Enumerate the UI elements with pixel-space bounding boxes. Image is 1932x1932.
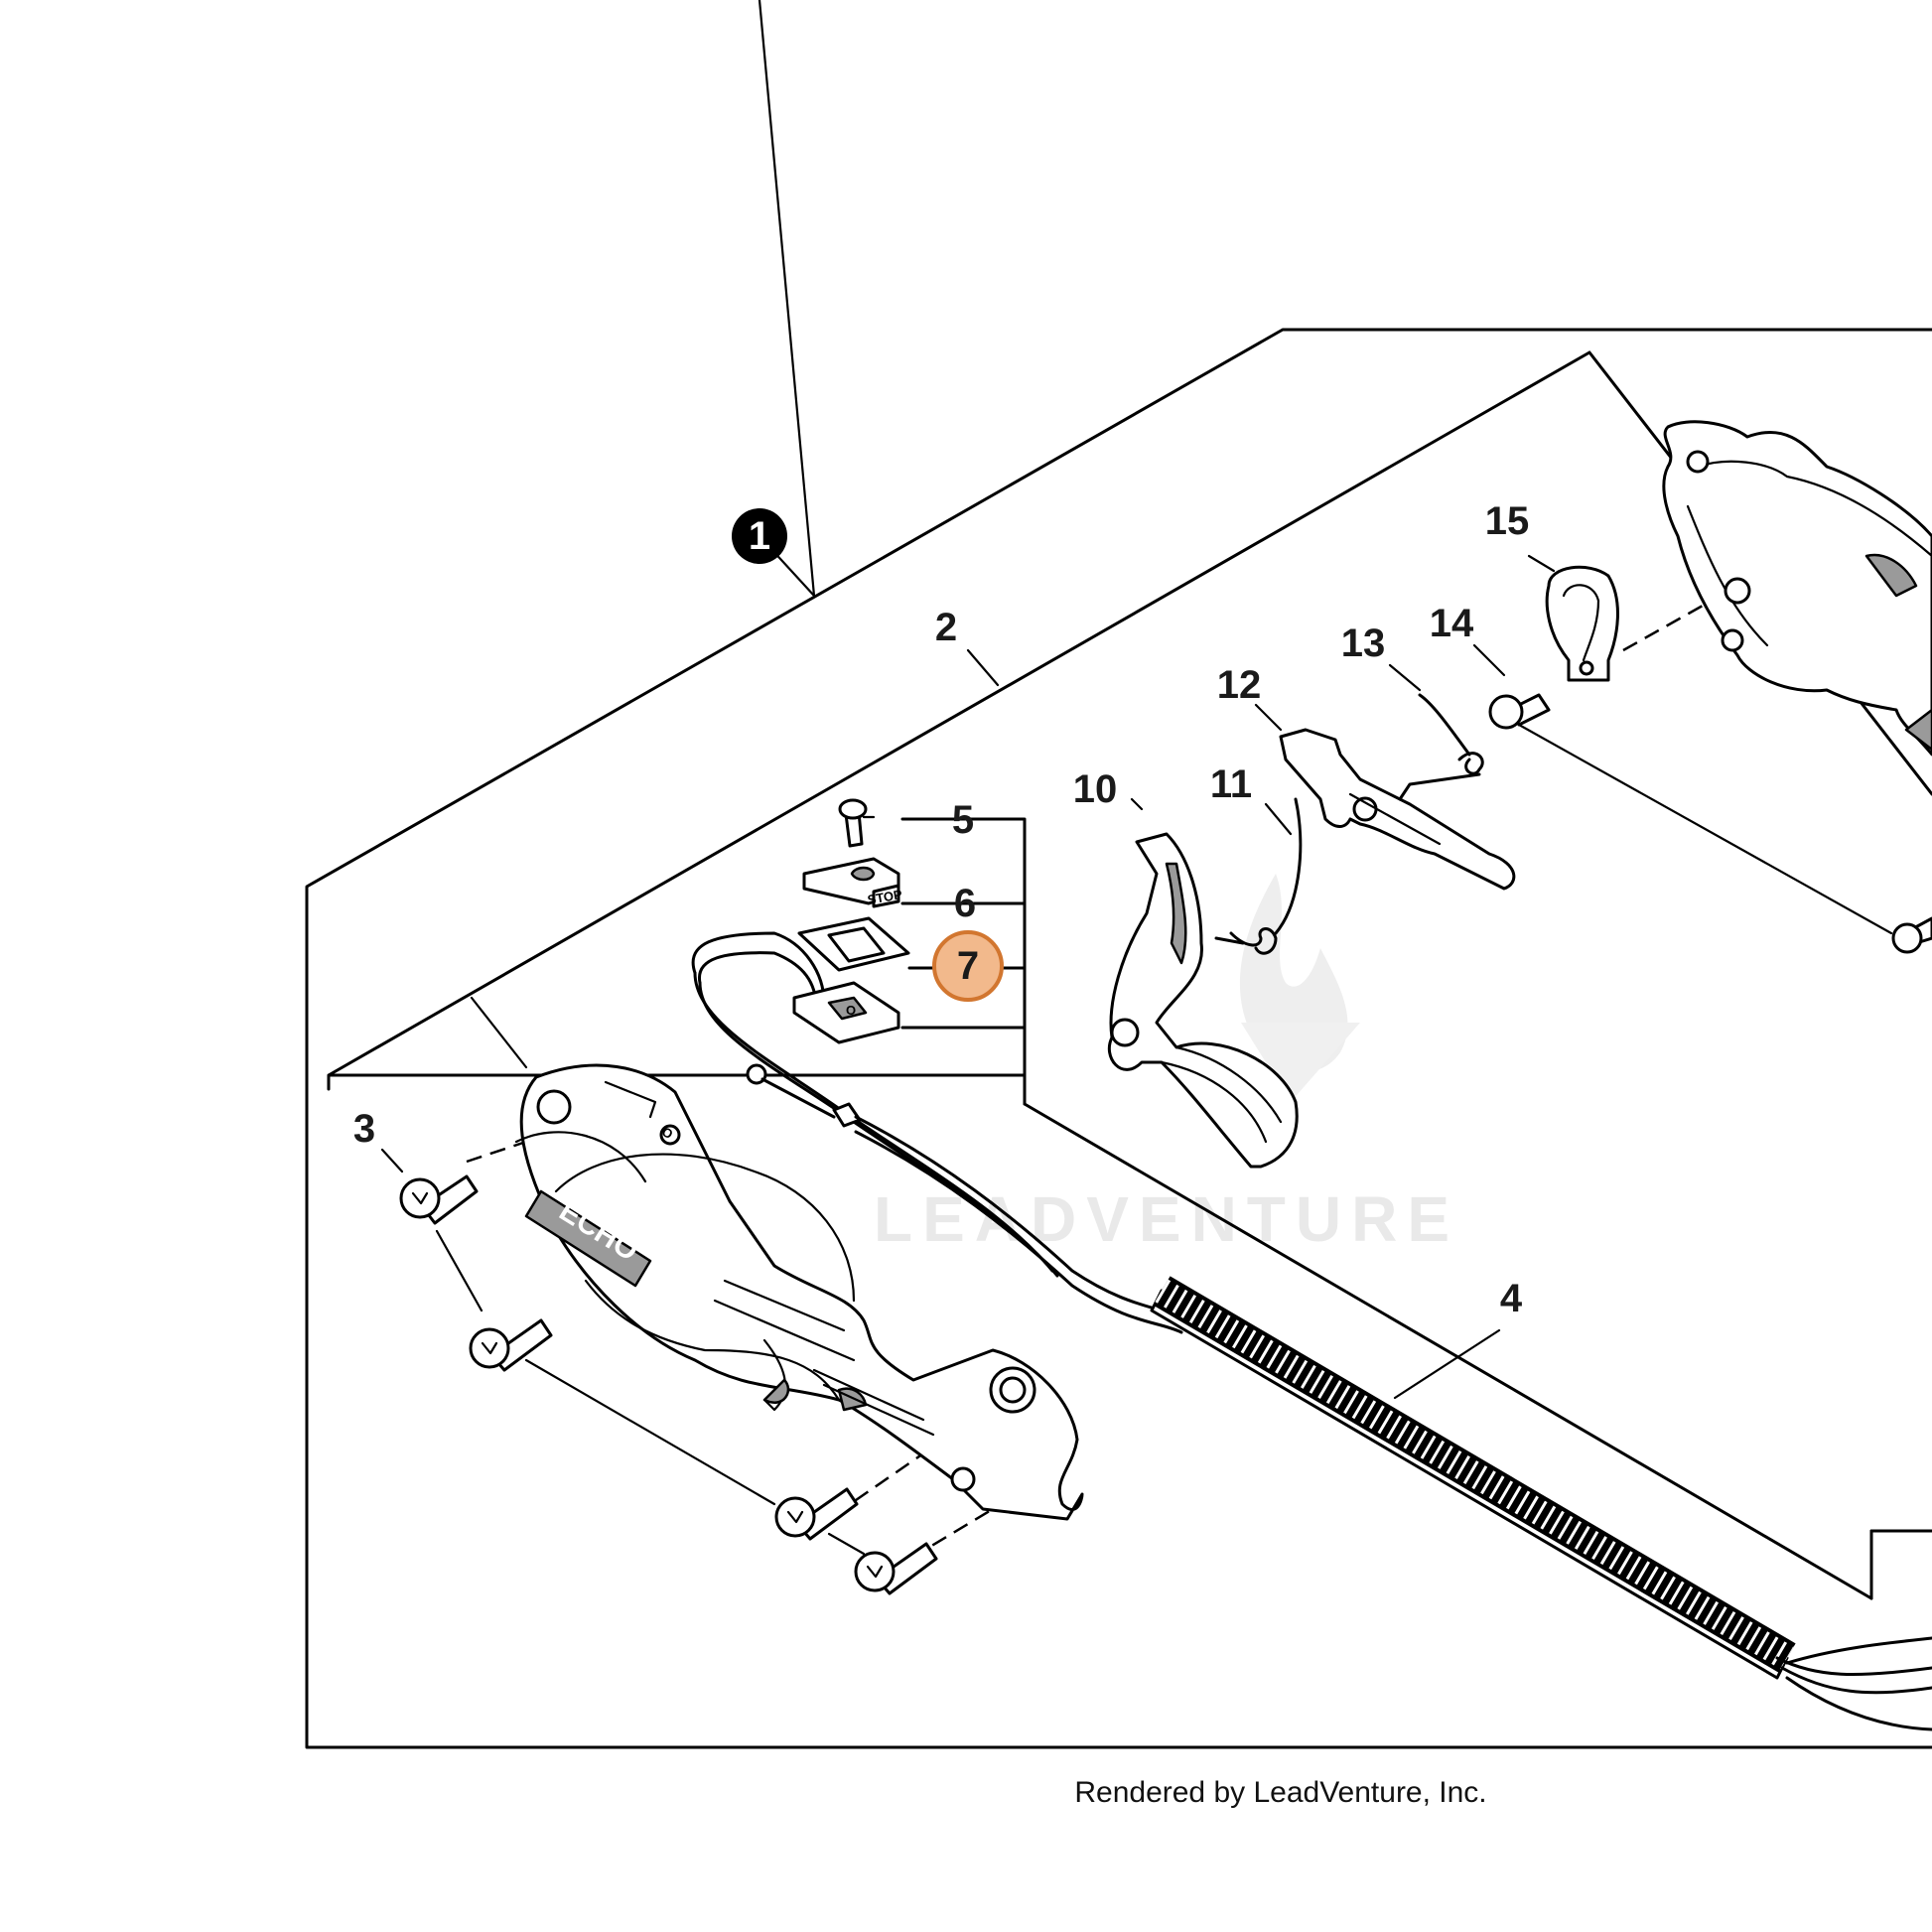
stop-plate-label: STOP — [867, 887, 904, 907]
screw-3a — [399, 1174, 479, 1225]
leader-3c — [435, 1229, 483, 1312]
leader-2 — [966, 648, 1000, 687]
screw-3c — [774, 1487, 859, 1541]
switch-mark: O — [846, 1003, 856, 1018]
bracket-5-6-7 — [900, 817, 1027, 1106]
leader-14b — [1517, 723, 1893, 935]
throttle-trigger-10 — [1107, 832, 1299, 1169]
callout-10: 10 — [1073, 767, 1118, 811]
callout-6: 6 — [954, 882, 976, 925]
assembly-frame-outer — [305, 328, 1932, 1749]
callouts: 1 2 3 4 5 6 7 10 11 12 13 14 15 — [353, 499, 1529, 1320]
screw-14b — [1891, 916, 1932, 954]
dash-screw-3a — [466, 1140, 527, 1164]
dash-clamp-15 — [1622, 604, 1704, 652]
callout-1-circle — [732, 508, 787, 564]
leader-12 — [1254, 703, 1283, 732]
callout-7-highlight — [932, 930, 1004, 1002]
leader-1 — [758, 0, 816, 598]
callout-4: 4 — [1500, 1277, 1523, 1320]
leader-13 — [1388, 663, 1422, 692]
leader-11 — [1264, 802, 1293, 836]
leader-3b — [380, 1148, 404, 1173]
leader-3a — [470, 996, 528, 1069]
callout-7: 7 — [957, 944, 979, 988]
callout-14: 14 — [1430, 602, 1474, 645]
leader-14 — [1472, 643, 1506, 677]
leader-10 — [1130, 797, 1144, 811]
leader-4 — [1393, 1328, 1501, 1400]
trigger-spring-11 — [1214, 797, 1303, 955]
leader-lines — [380, 0, 1893, 1556]
callout-11: 11 — [1210, 762, 1252, 806]
callout-12: 12 — [1217, 663, 1262, 707]
stop-plate-6: STOP — [802, 857, 904, 908]
callout-13: 13 — [1341, 621, 1386, 665]
screw-3d — [854, 1542, 938, 1595]
switch-label-7 — [797, 916, 910, 972]
lever-spring-13 — [1398, 693, 1484, 801]
callout-3: 3 — [353, 1107, 375, 1151]
screw-3b — [469, 1318, 553, 1372]
leader-15 — [1527, 554, 1556, 573]
lockout-lever-12 — [1279, 728, 1516, 891]
render-credit: Rendered by LeadVenture, Inc. — [1074, 1776, 1486, 1809]
handle-right-half — [1662, 420, 1932, 757]
clamp-15 — [1545, 565, 1619, 682]
handle-left-half: ECHO O — [514, 1063, 1084, 1521]
callout-5: 5 — [952, 798, 974, 842]
screw-14 — [1488, 693, 1551, 730]
callout-1: 1 — [749, 514, 770, 558]
callout-2: 2 — [935, 606, 957, 649]
leader-3e — [827, 1532, 866, 1556]
callout-15: 15 — [1485, 499, 1530, 543]
leader-3d — [524, 1358, 776, 1506]
throttle-cable-4 — [746, 1063, 1932, 1731]
switch-screw-5 — [838, 798, 868, 848]
